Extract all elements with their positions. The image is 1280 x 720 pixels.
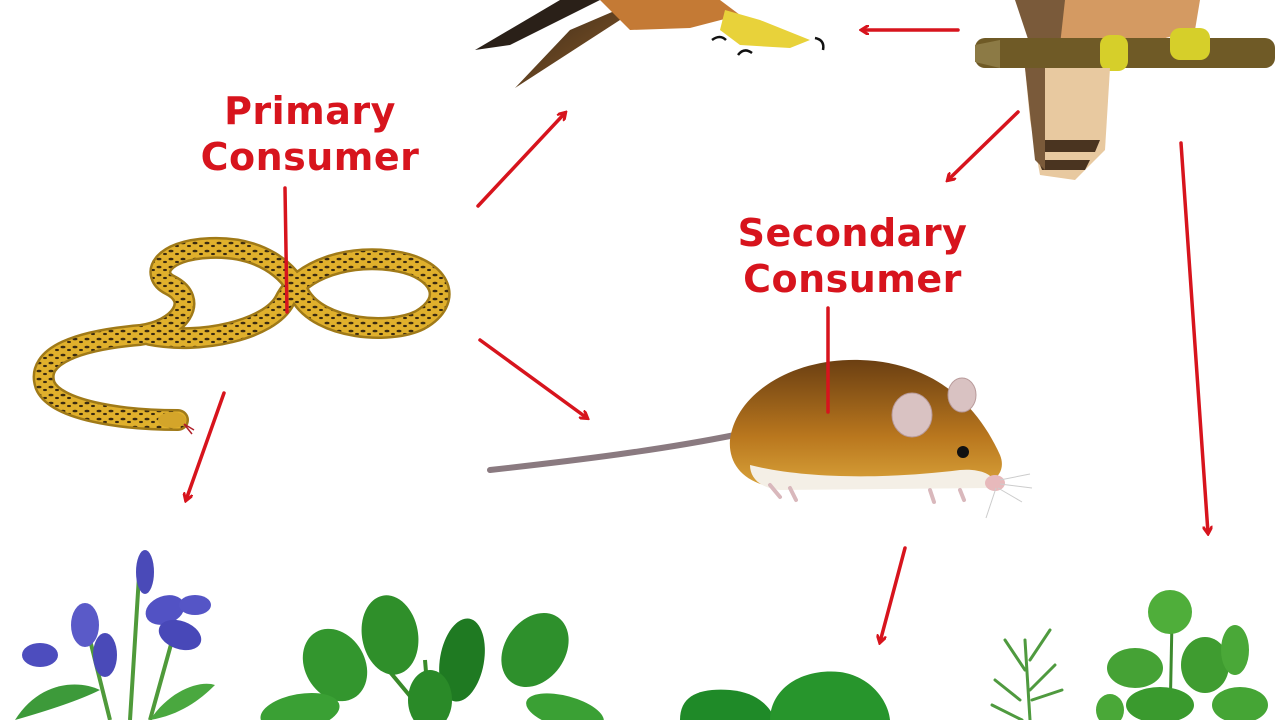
primary-consumer-line2: Consumer	[200, 135, 420, 179]
primary-consumer-line1: Primary	[224, 89, 396, 133]
secondary-consumer-line1: Secondary	[737, 211, 968, 255]
herb-icon	[990, 590, 1268, 720]
arrow-perched-hawk-to-mouse	[948, 110, 1020, 180]
hawk-perched-icon	[975, 0, 1275, 180]
pointer-line-primary	[283, 186, 289, 314]
arrow-snake-to-mouse	[478, 338, 587, 418]
arrow-snake-to-flower	[186, 391, 226, 500]
snake-icon	[32, 236, 451, 435]
primary-consumer-label: Primary Consumer	[180, 88, 440, 180]
arrow-mouse-to-broad-leaf	[880, 546, 907, 642]
hawk-flying-icon	[475, 0, 825, 88]
leafy-plant-icon	[260, 595, 604, 720]
secondary-consumer-line2: Consumer	[743, 257, 962, 301]
flower-icon	[15, 550, 215, 720]
arrows	[186, 30, 1208, 642]
arrow-perched-hawk-to-herbs	[1179, 141, 1208, 533]
arrow-snake-to-flying-hawk	[476, 113, 565, 208]
broad-leaf-icon	[680, 671, 890, 720]
mouse-icon	[487, 359, 1033, 519]
secondary-consumer-label: Secondary Consumer	[710, 210, 995, 302]
